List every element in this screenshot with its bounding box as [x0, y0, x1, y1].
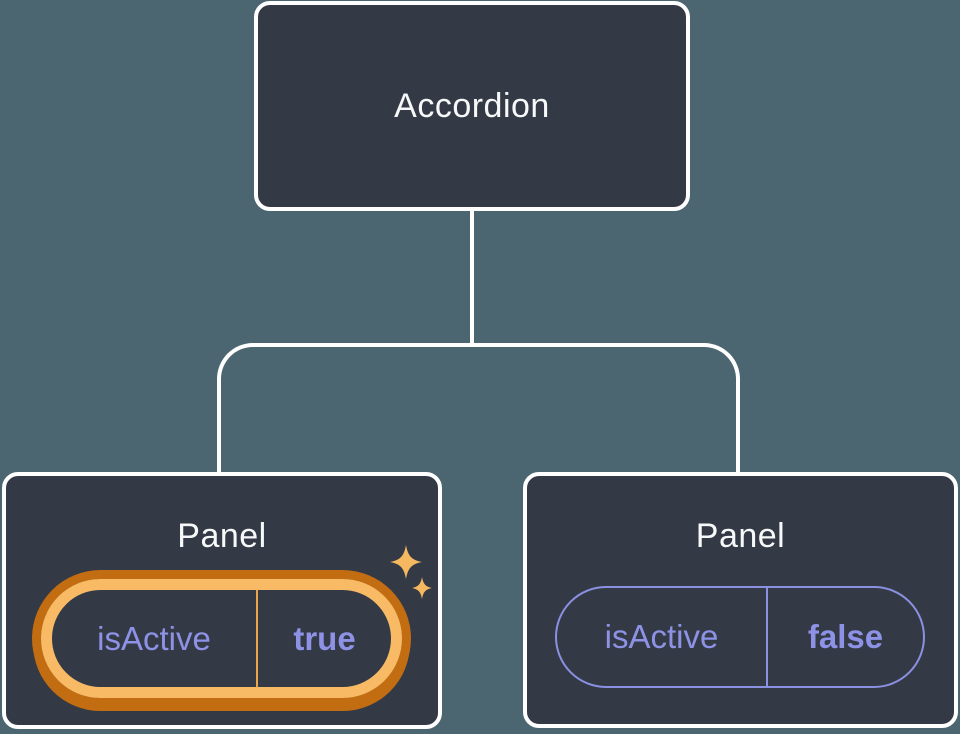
- accordion-node: Accordion: [254, 1, 690, 211]
- prop-name: isActive: [97, 619, 211, 657]
- state-pill-active: isActive true: [41, 579, 402, 698]
- panel-node-inactive: Panel isActive false: [523, 472, 958, 728]
- panel-node-label: Panel: [695, 517, 786, 555]
- sparkles-icon: [390, 545, 432, 599]
- prop-value: false: [807, 618, 884, 655]
- pill-divider: [256, 590, 258, 687]
- prop-name: isActive: [604, 618, 719, 655]
- prop-value: true: [293, 619, 356, 657]
- connector-bracket: [217, 343, 740, 472]
- panel-node-active: Panel isActive true: [2, 472, 442, 729]
- panel-node-label: Panel: [177, 517, 267, 555]
- pill-divider: [766, 588, 768, 686]
- accordion-node-label: Accordion: [394, 86, 550, 125]
- state-pill-inactive: isActive false: [555, 586, 925, 688]
- connector-stem: [470, 211, 474, 344]
